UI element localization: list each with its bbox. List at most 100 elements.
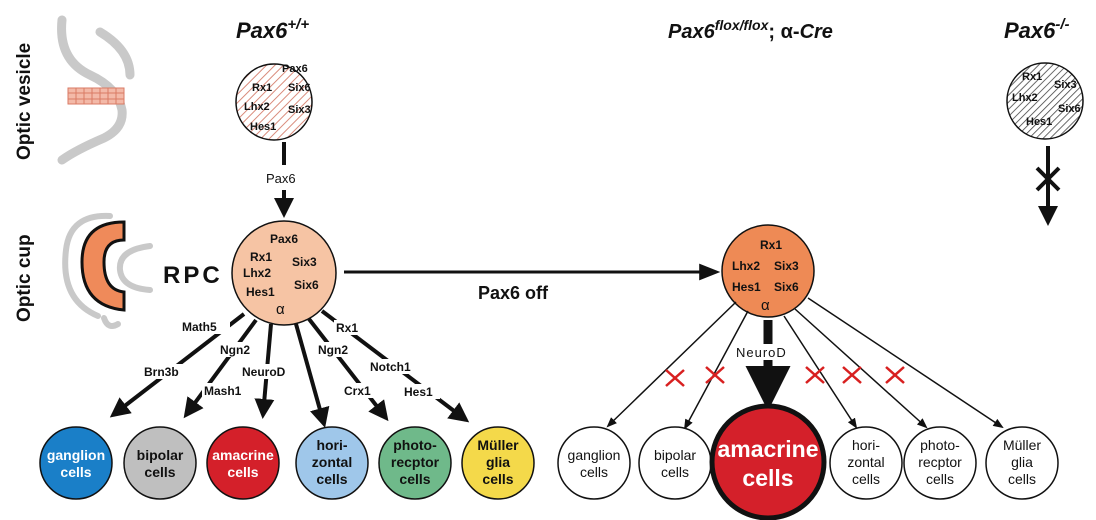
cre-cell-amacrine: amacrine cells <box>709 403 827 520</box>
cre-rpc-gene: Rx1 <box>760 238 782 252</box>
wt-arrow-bipolar <box>183 318 258 419</box>
cell-label: cells <box>742 465 793 491</box>
cross-ganglion <box>665 369 685 387</box>
genotype-ko-heading: Pax6-/- <box>1004 16 1070 43</box>
wt-cell-amacrine: amacrine cells <box>206 426 280 500</box>
wt-vesicle-circle <box>235 63 313 141</box>
ko-vesicle-gene: Six3 <box>1054 79 1077 91</box>
cre-fate-arrows <box>606 297 1004 430</box>
cell-label: hori- <box>852 437 880 453</box>
blocked-fate-crosses <box>665 366 905 387</box>
cre-cell-muller: Müller glia cells <box>985 426 1059 500</box>
cell-label: amacrine <box>717 436 818 462</box>
genotype-cre-rest: ; α- <box>768 21 799 43</box>
wt-cell-ganglion: ganglion cells <box>39 426 113 500</box>
cell-label: cells <box>926 471 954 487</box>
cell-label: cells <box>399 471 430 487</box>
wt-factor-labels: Math5 Brn3b Ngn2 Mash1 NeuroD Ngn2 Crx1 … <box>142 319 440 399</box>
cell-label: Müller <box>477 437 519 453</box>
cross-photoreceptor <box>842 366 862 384</box>
ko-block-mark <box>1035 166 1061 192</box>
optic-cup-sketch <box>62 212 153 329</box>
cre-rpc-gene: Six6 <box>774 280 799 294</box>
cell-label: cells <box>852 471 880 487</box>
wt-vesicle-gene: Rx1 <box>252 82 272 94</box>
wt-arrow-photoreceptor <box>307 317 389 422</box>
cell-label: cells <box>316 471 347 487</box>
wt-vesicle-gene: Hes1 <box>250 121 276 133</box>
wt-cell-row: ganglion cells bipolar cells amacrine ce… <box>39 426 535 500</box>
genotype-cre-cre: Cre <box>800 21 833 43</box>
ko-vesicle-gene: Rx1 <box>1022 71 1042 83</box>
cell-label: bipolar <box>137 447 184 463</box>
cell-label: photo- <box>920 437 960 453</box>
wt-rpc-gene: Hes1 <box>246 285 275 299</box>
wt-rpc-gene: Pax6 <box>270 232 298 246</box>
cell-label: zontal <box>847 454 884 470</box>
cell-label: ganglion <box>568 447 621 463</box>
cell-label: cells <box>1008 471 1036 487</box>
cell-label: ganglion <box>47 447 105 463</box>
wt-rpc-alpha: α <box>276 301 285 318</box>
pax6-off-label: Pax6 off <box>478 283 549 303</box>
wt-cell-horizontal: hori- zontal cells <box>295 426 369 500</box>
cell-label: bipolar <box>654 447 696 463</box>
factor-label: Mash1 <box>204 384 242 398</box>
wt-rpc-node: Pax6 Rx1 Six3 Lhx2 Six6 Hes1 α <box>231 220 337 326</box>
optic-vesicle-sketch <box>57 15 135 165</box>
wt-cell-photoreceptor: photo- recptor cells <box>378 426 452 500</box>
ko-vesicle-circle <box>1006 62 1084 140</box>
cre-rpc-gene: Six3 <box>774 259 799 273</box>
factor-label: Rx1 <box>336 321 358 335</box>
cre-rpc-circle <box>721 224 815 318</box>
factor-label: Ngn2 <box>220 343 250 357</box>
cell-label: photo- <box>393 437 437 453</box>
row-label-optic-vesicle: Optic vesicle <box>14 43 35 160</box>
wt-rpc-gene: Rx1 <box>250 250 272 264</box>
cre-rpc-gene: Hes1 <box>732 280 761 294</box>
wt-rpc-gene: Six3 <box>292 255 317 269</box>
cre-cell-bipolar: bipolar cells <box>638 426 712 500</box>
cre-cell-horizontal: hori- zontal cells <box>829 426 903 500</box>
wt-vesicle-gene: Six3 <box>288 104 311 116</box>
wt-cell-muller: Müller glia cells <box>461 426 535 500</box>
cross-bipolar <box>705 366 725 384</box>
cre-arrow-muller <box>807 297 1004 429</box>
wt-rpc-gene: Lhx2 <box>243 266 271 280</box>
cre-cell-ganglion: ganglion cells <box>557 426 631 500</box>
factor-label: Ngn2 <box>318 343 348 357</box>
ko-vesicle-node: Rx1 Six3 Lhx2 Six6 Hes1 <box>1006 62 1084 140</box>
cross-horizontal <box>805 366 825 384</box>
ko-vesicle-gene: Hes1 <box>1026 116 1052 128</box>
cross-muller <box>885 366 905 384</box>
wt-vesicle-gene: Pax6 <box>282 63 308 75</box>
cell-label: cells <box>661 464 689 480</box>
cre-arrow-bipolar <box>684 310 749 430</box>
cre-neurod-label: NeuroD <box>736 345 787 360</box>
factor-label: Crx1 <box>344 384 371 398</box>
factor-label: Math5 <box>182 320 217 334</box>
factor-label: NeuroD <box>242 365 286 379</box>
wt-vesicle-gene: Lhx2 <box>244 101 270 113</box>
cell-label: cells <box>227 464 258 480</box>
genotype-wt-sup: +/+ <box>287 16 309 33</box>
genotype-wt-heading: Pax6+/+ <box>236 16 309 43</box>
genotype-ko-base: Pax6 <box>1004 18 1056 43</box>
cell-label: amacrine <box>212 447 274 463</box>
row-label-optic-cup: Optic cup <box>14 234 35 322</box>
wt-vesicle-node: Pax6 Rx1 Six6 Lhx2 Six3 Hes1 <box>235 63 313 141</box>
genotype-cre-base: Pax6 <box>668 21 716 43</box>
cell-label: cells <box>482 471 513 487</box>
genotype-cre-sup: flox/flox <box>715 17 770 33</box>
wt-vesicle-gene: Six6 <box>288 82 311 94</box>
cell-label: zontal <box>312 454 352 470</box>
cell-label: hori- <box>316 437 347 453</box>
cell-label: cells <box>144 464 175 480</box>
wt-cell-bipolar: bipolar cells <box>123 426 197 500</box>
cell-label: recptor <box>391 454 440 470</box>
cell-label: Müller <box>1003 437 1041 453</box>
cre-rpc-node: Rx1 Lhx2 Six3 Hes1 Six6 α <box>721 224 815 318</box>
wt-arrow-horizontal <box>294 323 330 428</box>
